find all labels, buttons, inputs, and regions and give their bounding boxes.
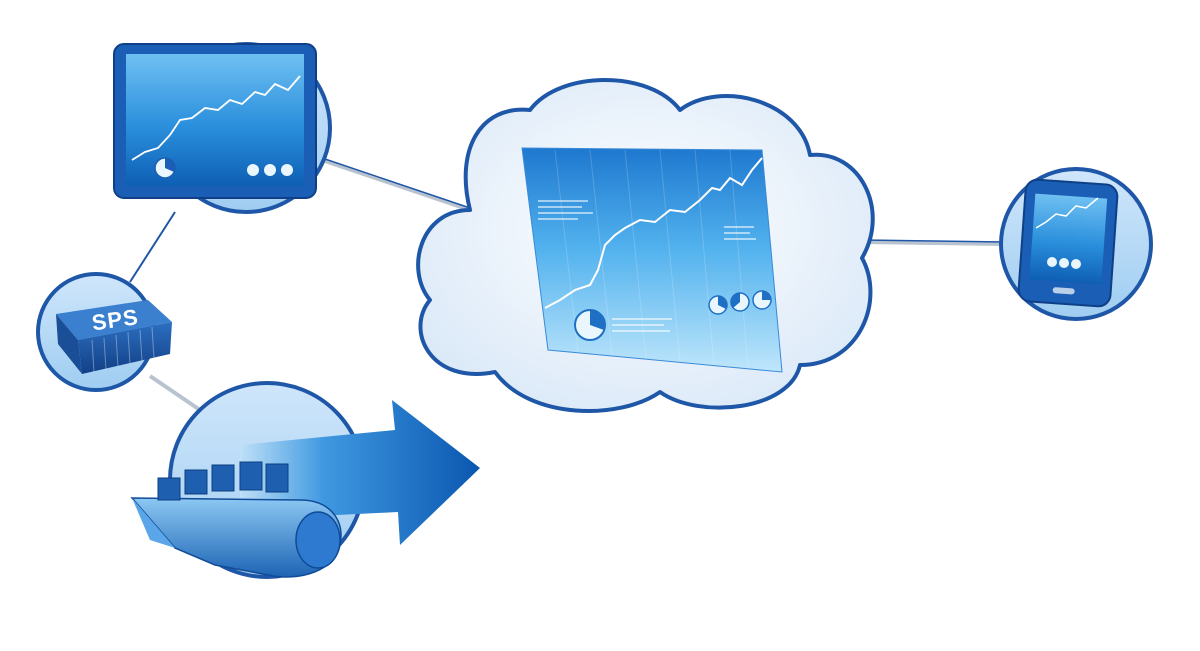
dashboard-grid xyxy=(554,149,749,369)
tablet-pie-chart-icon xyxy=(154,157,293,179)
connectors xyxy=(129,157,1006,412)
pie-chart-icon xyxy=(574,290,772,341)
dashboard-text-lines xyxy=(538,200,756,332)
connector-cloud-phone xyxy=(861,240,1006,246)
phone-screen xyxy=(1029,193,1108,285)
connector-tablet-plc xyxy=(129,211,176,283)
connector-plc-conveyor xyxy=(148,374,202,412)
line-chart-icon xyxy=(544,157,763,309)
tablet-screen xyxy=(126,54,304,186)
cloud-dashboard-screen xyxy=(521,147,783,373)
dashboard-panel xyxy=(521,147,783,373)
conveyor-node xyxy=(130,381,480,579)
phone-home-button xyxy=(1052,287,1075,295)
phone-line-chart-icon xyxy=(1035,197,1099,229)
plc-module-icon: SPS xyxy=(56,300,172,374)
phone-pie-chart-icon xyxy=(1047,257,1081,269)
phone-node xyxy=(999,167,1153,321)
conveyor-boxes xyxy=(157,461,289,501)
connector-cloud-phone-inner xyxy=(861,239,1006,243)
connector-tablet-cloud xyxy=(321,158,471,212)
tablet-line-chart-icon xyxy=(131,75,301,161)
tablet-node xyxy=(113,42,332,214)
connector-tablet-cloud-inner xyxy=(321,157,471,209)
plc-node: SPS xyxy=(36,272,172,392)
conveyor-belt-icon xyxy=(130,461,342,578)
